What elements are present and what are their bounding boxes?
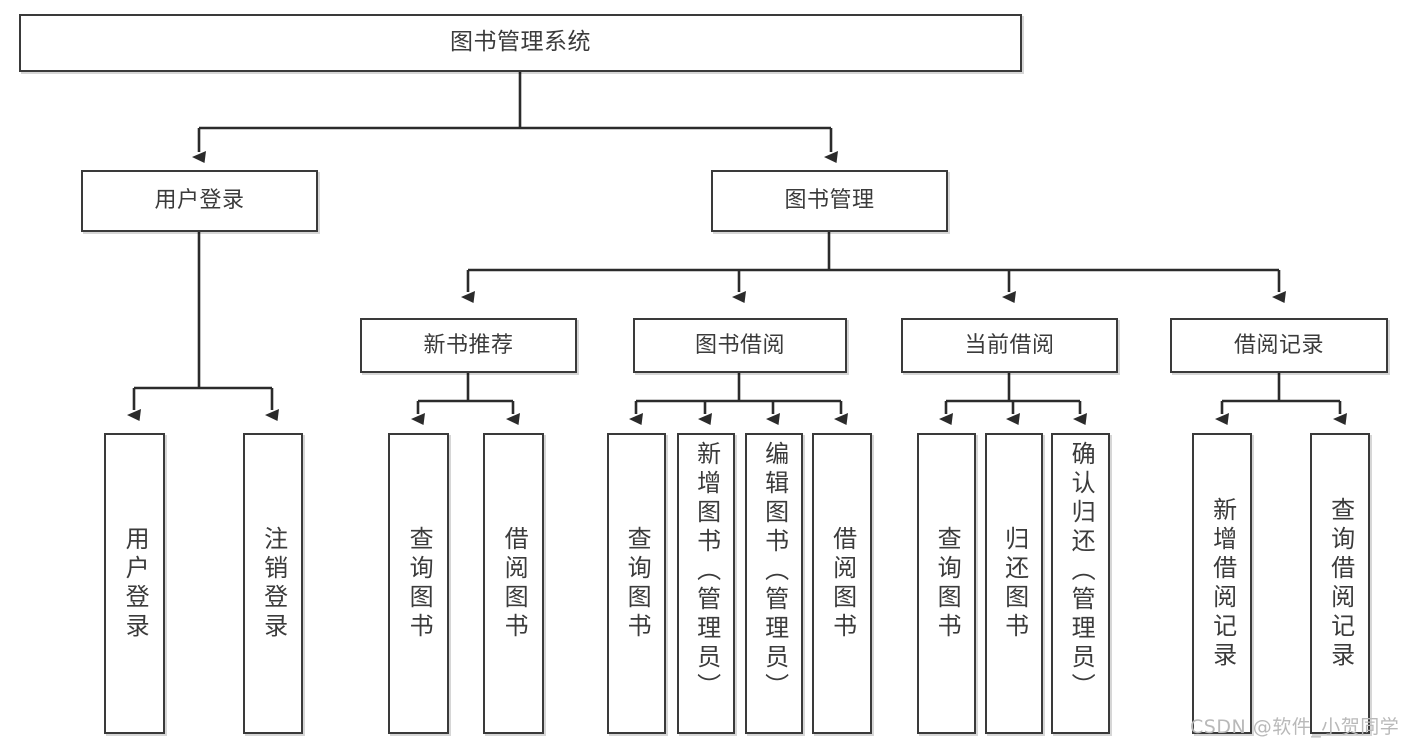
node-borrow-record-label: 借阅记录 [1233, 332, 1324, 358]
leaf-user-login-label: 用户登录 [121, 525, 150, 642]
leaf-logout-label: 注销登录 [259, 525, 288, 642]
leaf-query-borrow-record[interactable]: 查询借阅记录 [1310, 433, 1370, 734]
leaf-query-book-1-label: 查询图书 [405, 525, 434, 642]
leaf-query-book-3-label: 查询图书 [933, 525, 962, 642]
node-user-login[interactable]: 用户登录 [81, 170, 318, 232]
leaf-return-book-label: 归还图书 [1000, 525, 1029, 642]
leaf-query-borrow-record-label: 查询借阅记录 [1326, 496, 1355, 671]
leaf-edit-book-label: 编辑图书（管理员） [760, 441, 789, 702]
node-user-login-label: 用户登录 [154, 188, 245, 214]
node-book-borrow[interactable]: 图书借阅 [633, 318, 847, 373]
node-book-manage[interactable]: 图书管理 [711, 170, 948, 232]
leaf-query-book-3[interactable]: 查询图书 [917, 433, 976, 734]
leaf-confirm-return-label: 确认归还（管理员） [1067, 441, 1096, 702]
leaf-add-borrow-record[interactable]: 新增借阅记录 [1192, 433, 1252, 734]
node-root[interactable]: 图书管理系统 [19, 14, 1022, 72]
leaf-add-borrow-record-label: 新增借阅记录 [1208, 496, 1237, 671]
node-current-borrow-label: 当前借阅 [964, 332, 1055, 358]
leaf-user-login[interactable]: 用户登录 [104, 433, 165, 734]
leaf-query-book-1[interactable]: 查询图书 [388, 433, 449, 734]
leaf-confirm-return[interactable]: 确认归还（管理员） [1051, 433, 1110, 734]
node-book-borrow-label: 图书借阅 [694, 332, 785, 358]
leaf-borrow-book-1[interactable]: 借阅图书 [483, 433, 544, 734]
leaf-return-book[interactable]: 归还图书 [985, 433, 1043, 734]
leaf-borrow-book-2-label: 借阅图书 [828, 525, 857, 642]
node-root-label: 图书管理系统 [450, 29, 591, 56]
node-new-book-recommend-label: 新书推荐 [423, 332, 514, 358]
leaf-edit-book[interactable]: 编辑图书（管理员） [745, 433, 803, 734]
node-new-book-recommend[interactable]: 新书推荐 [360, 318, 577, 373]
leaf-logout[interactable]: 注销登录 [243, 433, 303, 734]
node-current-borrow[interactable]: 当前借阅 [901, 318, 1118, 373]
node-book-manage-label: 图书管理 [784, 188, 875, 214]
leaf-query-book-2-label: 查询图书 [623, 525, 652, 642]
leaf-borrow-book-1-label: 借阅图书 [500, 525, 529, 642]
leaf-query-book-2[interactable]: 查询图书 [607, 433, 666, 734]
node-borrow-record[interactable]: 借阅记录 [1170, 318, 1388, 373]
leaf-add-book[interactable]: 新增图书（管理员） [677, 433, 735, 734]
leaf-add-book-label: 新增图书（管理员） [692, 441, 721, 702]
watermark: CSDN @软件_小贺同学 [1190, 716, 1400, 738]
leaf-borrow-book-2[interactable]: 借阅图书 [812, 433, 872, 734]
